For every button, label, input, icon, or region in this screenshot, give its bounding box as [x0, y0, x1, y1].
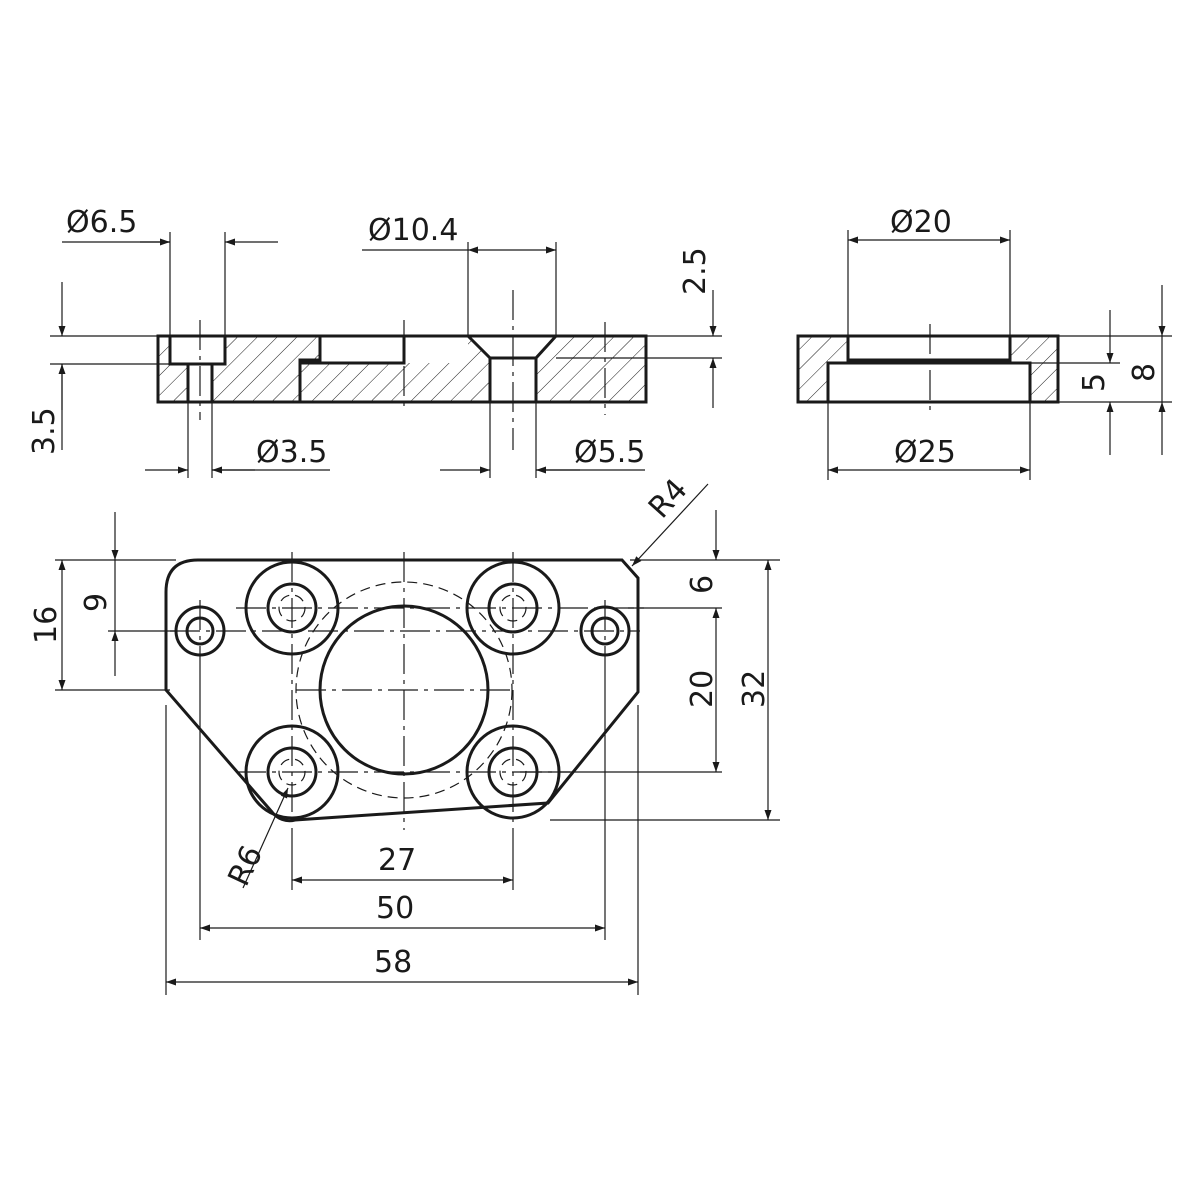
dim-dia-countersink: Ø10.4 [368, 213, 458, 248]
right-section-outline [796, 334, 1060, 404]
right-section-view [796, 230, 1172, 480]
dimension-labels: Ø6.5 Ø10.4 Ø3.5 Ø5.5 3.5 2.5 Ø20 Ø25 5 8… [27, 205, 1162, 980]
dim-radius-boss: R6 [222, 840, 271, 891]
counterbore-hole [168, 336, 227, 366]
dim-radius-corner: R4 [642, 472, 695, 525]
left-section-view [50, 232, 722, 478]
dim-height-recess: 5 [1077, 373, 1112, 392]
dim-height-from-top: 6 [685, 575, 720, 594]
left-section-hatch [158, 336, 646, 402]
countersink-top-left [266, 582, 318, 634]
dim-width-total: 58 [374, 945, 412, 980]
right-section-hatch [798, 336, 1058, 402]
plan-view [55, 483, 780, 995]
dim-width-holes: 50 [376, 891, 414, 926]
dim-depth-countersink: 2.5 [678, 247, 713, 295]
dim-depth-counterbore: 3.5 [27, 407, 62, 455]
dim-dia-through-small: Ø3.5 [256, 435, 327, 470]
right-section-recess [826, 336, 1032, 402]
dim-height-total-plan: 32 [737, 670, 772, 708]
dim-dia-top: Ø20 [890, 205, 952, 240]
dim-dia-bottom: Ø25 [894, 435, 956, 470]
left-section-outline [156, 334, 648, 404]
dim-dia-through-large: Ø5.5 [574, 435, 645, 470]
dim-height-hole-offset: 9 [79, 593, 114, 612]
dim-height-hole-spacing: 20 [685, 670, 720, 708]
dim-dia-counterbore: Ø6.5 [66, 205, 137, 240]
dim-height-top: 16 [29, 606, 64, 644]
dim-height-total-right: 8 [1127, 363, 1162, 382]
dim-width-inner: 27 [378, 843, 416, 878]
